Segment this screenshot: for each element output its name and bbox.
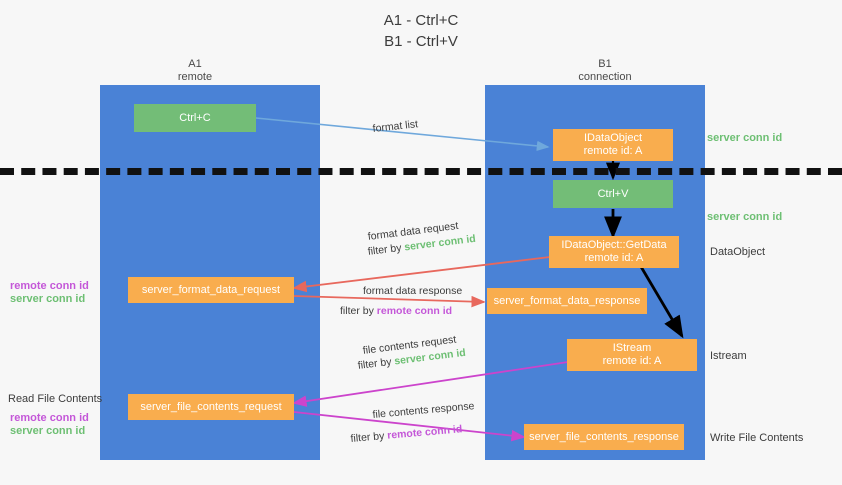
filter-prefix: filter by (357, 355, 396, 372)
column-header-left: A1 remote (130, 58, 260, 84)
filter-prefix: filter by (340, 305, 377, 317)
filter-key-remote-conn-id: remote conn id (386, 423, 463, 442)
label-file-contents-response: file contents response (372, 400, 475, 421)
column-header-right-role: connection (578, 71, 632, 83)
box-server-format-data-response[interactable]: server_format_data_response (487, 288, 647, 314)
section-divider (0, 168, 842, 175)
label-remote-conn-id-2: remote conn id (10, 412, 89, 424)
box-server-file-contents-request[interactable]: server_file_contents_request (128, 394, 294, 420)
label-read-file-contents: Read File Contents (8, 393, 103, 405)
column-header-right-name: B1 (598, 58, 612, 70)
label-remote-conn-id-1: remote conn id (10, 280, 89, 292)
box-ctrl-c[interactable]: Ctrl+C (134, 104, 256, 132)
label-istream: Istream (710, 350, 747, 362)
box-server-format-data-request[interactable]: server_format_data_request (128, 277, 294, 303)
label-format-list: format list (372, 118, 419, 135)
label-format-data-response-filter: filter by remote conn id (340, 304, 452, 319)
box-idataobject[interactable]: IDataObject remote id: A (553, 129, 673, 161)
label-server-conn-id-1: server conn id (10, 293, 86, 305)
column-header-right: B1 connection (540, 58, 670, 84)
box-ctrl-v[interactable]: Ctrl+V (553, 180, 673, 208)
label-server-conn-id-top: server conn id (707, 132, 783, 144)
label-server-conn-id-mid: server conn id (707, 211, 783, 223)
page-title: A1 - Ctrl+C B1 - Ctrl+V (383, 12, 459, 50)
label-server-conn-id-2: server conn id (10, 425, 86, 437)
box-server-file-contents-response[interactable]: server_file_contents_response (524, 424, 684, 450)
filter-prefix: filter by (367, 241, 406, 258)
label-format-data-response: format data response (363, 285, 463, 297)
column-header-left-role: remote (177, 71, 213, 83)
box-idataobject-getdata[interactable]: IDataObject::GetData remote id: A (549, 236, 679, 268)
column-header-left-name: A1 (188, 58, 202, 70)
filter-prefix: filter by (350, 429, 388, 445)
filter-key-remote-conn-id: remote conn id (376, 305, 453, 317)
box-istream[interactable]: IStream remote id: A (567, 339, 697, 371)
label-write-file-contents: Write File Contents (710, 432, 804, 444)
label-file-contents-response-filter: filter by remote conn id (350, 422, 463, 447)
label-dataobject: DataObject (710, 246, 766, 258)
